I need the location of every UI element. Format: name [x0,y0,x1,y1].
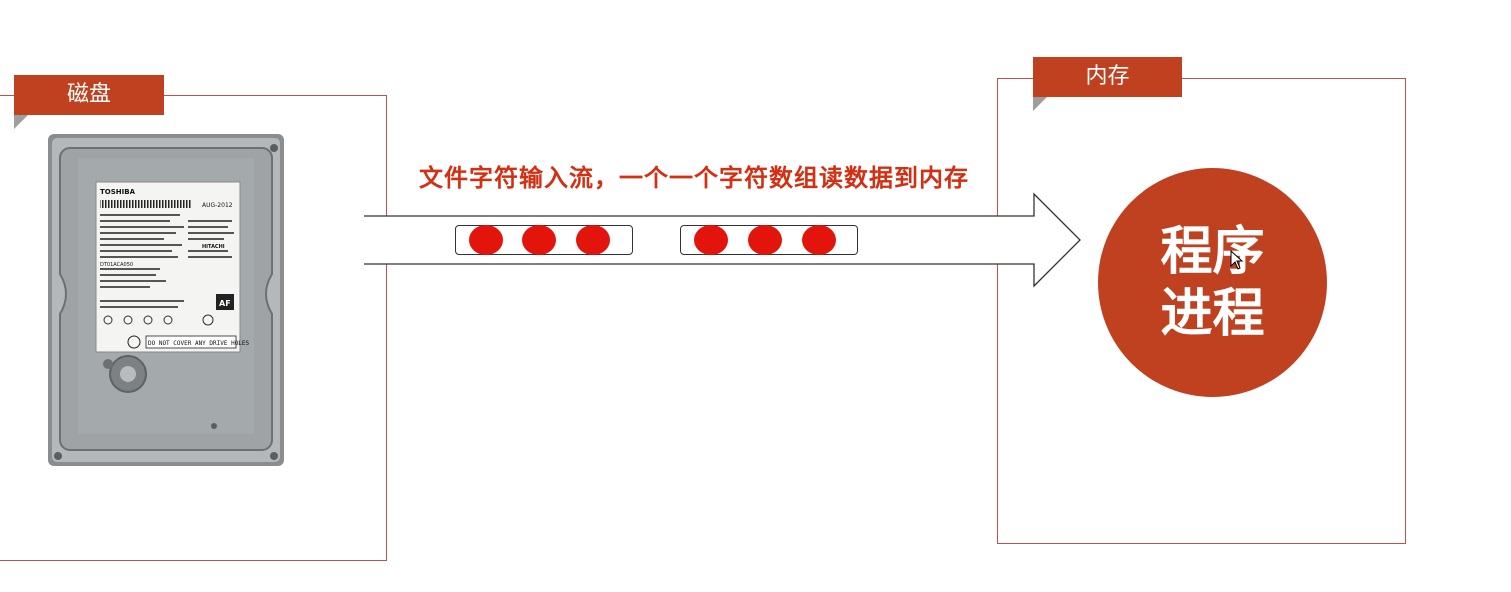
hdd-model-text: DT01ACA050 [100,262,133,268]
char-dot [802,225,836,255]
disk-tab-label: 磁盘 [14,75,164,115]
process-circle: 程序 进程 [1098,168,1327,397]
disk-tab-fold [14,115,28,129]
char-dot [748,225,782,255]
hdd-af-text: AF [219,299,231,308]
char-dot [469,225,503,255]
hard-drive-image: TOSHIBA AUG-2012 DT01ACA050 HITACHI AF D… [48,134,284,466]
char-dot [522,225,556,255]
char-buffer-2 [680,225,858,255]
memory-tab-label: 内存 [1033,57,1182,97]
char-buffer-1 [455,225,633,255]
process-label-line2: 进程 [1160,283,1265,344]
process-label-line1: 程序 [1160,221,1265,282]
hdd-date-text: AUG-2012 [202,202,233,209]
disk-panel [0,95,387,561]
memory-panel [997,78,1406,544]
mouse-cursor-icon [1230,250,1244,270]
char-dot [576,225,610,255]
hdd-maker-text: HITACHI [202,244,225,250]
stream-caption: 文件字符输入流，一个一个字符数组读数据到内存 [419,164,969,192]
char-dot [694,225,728,255]
memory-tab-fold [1033,97,1047,111]
hdd-brand-text: TOSHIBA [100,188,136,196]
hdd-warning-text: DO NOT COVER ANY DRIVE HOLES [148,340,250,347]
